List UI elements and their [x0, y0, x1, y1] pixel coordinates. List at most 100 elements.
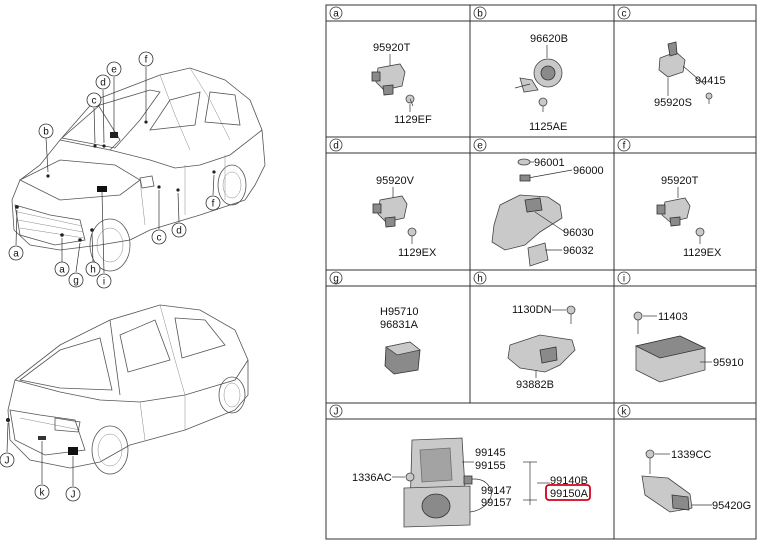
svg-text:a: a: [59, 265, 65, 276]
sensor-part-icon: [372, 195, 408, 228]
svg-text:i: i: [623, 274, 625, 285]
svg-text:d: d: [100, 78, 106, 89]
svg-text:1336AC: 1336AC: [352, 472, 392, 484]
header-a: a: [329, 6, 343, 20]
callout-circle-e: e: [106, 61, 122, 77]
svg-text:h: h: [477, 274, 483, 285]
control-unit-icon: [634, 335, 712, 383]
panel-i: 11403 95910: [633, 311, 744, 383]
svg-text:99155: 99155: [475, 460, 506, 472]
svg-text:95920T: 95920T: [373, 42, 411, 54]
svg-text:99150A: 99150A: [550, 488, 589, 500]
callout-circle-c: c: [86, 92, 102, 108]
bolt-icon: [566, 305, 576, 324]
car-front-view: [11, 67, 266, 272]
svg-text:a: a: [13, 249, 19, 260]
svg-text:96000: 96000: [573, 165, 604, 177]
connector-icon: [463, 475, 492, 513]
callout-circle-f2: f: [205, 195, 221, 211]
header-b: b: [473, 6, 487, 20]
horn-icon: [514, 58, 563, 93]
svg-text:e: e: [111, 65, 117, 76]
callout-circle-J2: J: [65, 486, 81, 502]
header-f: f: [617, 138, 631, 152]
bolt-icon: [538, 97, 548, 112]
svg-text:93882B: 93882B: [516, 379, 554, 391]
svg-text:g: g: [333, 274, 339, 285]
callout-circle-a: a: [8, 245, 24, 261]
svg-text:f: f: [145, 55, 148, 66]
svg-text:1129EX: 1129EX: [398, 247, 437, 259]
svg-text:h: h: [90, 265, 96, 276]
bolt-icon: [695, 227, 705, 244]
panel-g: H95710 96831A: [380, 306, 421, 375]
car-rear-view: [6, 304, 249, 475]
svg-text:J: J: [5, 456, 10, 467]
svg-text:f: f: [623, 141, 626, 152]
panel-e: 96001 96000 96030 96032: [491, 157, 604, 267]
panel-grid: [325, 4, 757, 540]
callout-circle-f: f: [138, 51, 154, 67]
svg-text:J: J: [71, 490, 76, 501]
header-e: e: [473, 138, 487, 152]
svg-text:b: b: [477, 9, 483, 20]
svg-text:96831A: 96831A: [380, 319, 419, 331]
callout-circle-b: b: [38, 123, 54, 139]
bracket-part-icon: [507, 334, 576, 373]
svg-text:d: d: [333, 141, 339, 152]
svg-text:96001: 96001: [534, 157, 565, 169]
svg-text:i: i: [103, 277, 105, 288]
svg-text:94415: 94415: [695, 75, 726, 87]
sensor-bracket-icon: [641, 475, 712, 513]
header-h: h: [473, 271, 487, 285]
header-g: g: [329, 271, 343, 285]
callouts-bottom-car: J k J: [0, 422, 81, 502]
svg-text:g: g: [73, 276, 79, 287]
svg-text:1339CC: 1339CC: [671, 449, 711, 461]
svg-text:1125AE: 1125AE: [529, 121, 567, 133]
svg-text:1130DN: 1130DN: [512, 304, 552, 316]
svg-text:95420G: 95420G: [712, 500, 751, 512]
svg-text:95920S: 95920S: [654, 97, 692, 109]
svg-text:k: k: [40, 488, 46, 499]
bolt-icon: [405, 94, 415, 107]
svg-text:95920V: 95920V: [376, 175, 415, 187]
svg-text:96032: 96032: [563, 245, 594, 257]
bolt-icon: [405, 472, 415, 482]
svg-text:J: J: [334, 407, 339, 418]
header-J: J: [329, 404, 343, 418]
svg-text:k: k: [622, 407, 628, 418]
highlighted-part-box: [545, 484, 591, 501]
svg-text:99147: 99147: [481, 485, 512, 497]
svg-text:d: d: [176, 226, 182, 237]
svg-text:11403: 11403: [658, 311, 688, 323]
header-d: d: [329, 138, 343, 152]
panel-k: 1339CC 95420G: [641, 449, 751, 513]
callout-circle-h: h: [85, 261, 101, 277]
header-i: i: [617, 271, 631, 285]
panel-c: 94415 95920S: [654, 41, 726, 109]
callout-circle-i: i: [96, 273, 112, 289]
svg-text:96620B: 96620B: [530, 33, 568, 45]
radar-bracket-icon: [403, 437, 471, 528]
callout-circle-d: d: [95, 74, 111, 90]
svg-text:H95710: H95710: [380, 306, 419, 318]
svg-text:99157: 99157: [481, 497, 512, 509]
svg-text:e: e: [477, 141, 483, 152]
sensor-part-icon: [371, 63, 406, 96]
sensor-part-icon: [656, 197, 691, 227]
svg-text:96030: 96030: [563, 227, 594, 239]
panel-f: 95920T 1129EX: [656, 175, 722, 259]
svg-text:1129EX: 1129EX: [683, 247, 722, 259]
callout-circle-g: g: [68, 272, 84, 288]
svg-text:99145: 99145: [475, 447, 506, 459]
bolt-icon: [705, 92, 713, 104]
header-k: k: [617, 404, 631, 418]
sensor-part-icon: [658, 41, 706, 86]
svg-text:99140B: 99140B: [550, 475, 588, 487]
camera-part-icon: [491, 174, 566, 251]
callout-circle-k: k: [34, 484, 50, 500]
callout-circle-d2: d: [171, 222, 187, 238]
header-c: c: [617, 6, 631, 20]
